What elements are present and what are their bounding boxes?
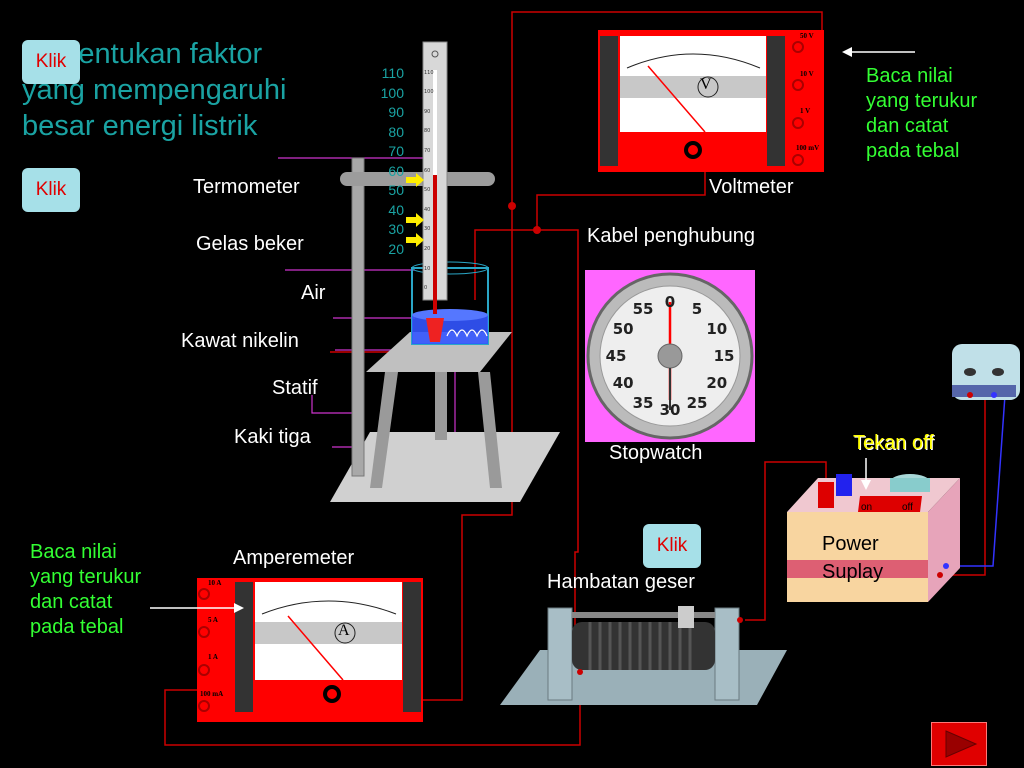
ampere-range-2: 5 A <box>208 616 218 624</box>
ampere-symbol: A <box>338 622 350 639</box>
ampere-range-4: 100 mA <box>200 690 224 698</box>
stopwatch-number: 35 <box>633 394 654 412</box>
stopwatch-number: 10 <box>706 320 727 338</box>
thermometer-scale: 110 100 90 80 70 60 50 40 30 20 <box>380 65 404 257</box>
svg-text:10: 10 <box>424 266 430 272</box>
label-kaki-tiga: Kaki tiga <box>234 426 311 448</box>
voltmeter <box>598 30 824 172</box>
wires <box>164 11 986 746</box>
voltmeter-range-4: 100 mV <box>796 144 820 152</box>
klik-button-title[interactable]: Klik <box>22 40 80 84</box>
svg-text:70: 70 <box>424 148 430 154</box>
label-voltmeter: Voltmeter <box>709 176 794 198</box>
label-amperemeter: Amperemeter <box>233 547 355 569</box>
stopwatch-number: 20 <box>706 374 727 392</box>
voltmeter-range-2: 10 V <box>800 70 814 78</box>
rheostat <box>500 606 787 705</box>
stopwatch-number: 40 <box>613 374 634 392</box>
switch-off-label: off <box>902 502 913 513</box>
stopwatch-number: 25 <box>687 394 708 412</box>
next-slide-button[interactable] <box>931 722 987 766</box>
svg-text:40: 40 <box>424 207 430 213</box>
stand-base <box>330 432 560 502</box>
stopwatch <box>585 270 755 442</box>
voltmeter-note: Baca nilai yang terukur dan catat pada t… <box>866 65 978 162</box>
svg-text:80: 80 <box>424 128 430 134</box>
svg-text:110: 110 <box>424 70 434 76</box>
label-tekan-off: Tekan off <box>853 432 934 454</box>
label-kabel-penghubung: Kabel penghubung <box>587 225 755 247</box>
amperemeter-note: Baca nilai yang terukur dan catat pada t… <box>30 541 142 638</box>
label-gelas-beker: Gelas beker <box>196 233 304 255</box>
play-arrow-icon <box>945 730 978 758</box>
power-supply-label: Power Suplay <box>822 533 884 583</box>
yellow-arrows <box>406 173 424 247</box>
label-stopwatch: Stopwatch <box>609 442 703 464</box>
svg-text:90: 90 <box>424 109 430 115</box>
switch-on-label: on <box>861 502 873 513</box>
amperemeter <box>197 578 423 722</box>
label-statif: Statif <box>272 377 318 399</box>
svg-text:30: 30 <box>424 226 430 232</box>
label-termometer: Termometer <box>193 176 300 198</box>
svg-text:50: 50 <box>424 187 430 193</box>
label-hambatan-geser: Hambatan geser <box>547 571 695 593</box>
ampere-range-1: 10 A <box>208 579 222 587</box>
power-supply <box>787 474 960 602</box>
stopwatch-number: 45 <box>606 347 627 365</box>
stopwatch-number: 30 <box>660 401 681 419</box>
stopwatch-number: 55 <box>633 300 654 318</box>
voltmeter-range-3: 1 V <box>800 107 811 115</box>
svg-text:100: 100 <box>424 89 434 95</box>
svg-text:20: 20 <box>424 246 430 252</box>
stand-rod <box>351 157 365 477</box>
thermometer <box>422 41 448 342</box>
label-kawat-nikelin: Kawat nikelin <box>181 330 299 352</box>
voltmeter-range-1: 50 V <box>800 32 814 40</box>
klik-button-apparatus[interactable]: Klik <box>22 168 80 212</box>
stopwatch-number: 15 <box>714 347 735 365</box>
ampere-range-3: 1 A <box>208 653 218 661</box>
stopwatch-number: 5 <box>692 300 702 318</box>
klik-button-rheostat[interactable]: Klik <box>643 524 701 568</box>
power-outlet <box>952 344 1020 400</box>
svg-text:60: 60 <box>424 168 430 174</box>
svg-text:0: 0 <box>424 285 427 291</box>
label-air: Air <box>301 282 326 304</box>
stopwatch-number: 50 <box>613 320 634 338</box>
voltmeter-symbol: V <box>700 76 712 93</box>
stopwatch-number: 0 <box>665 293 675 311</box>
